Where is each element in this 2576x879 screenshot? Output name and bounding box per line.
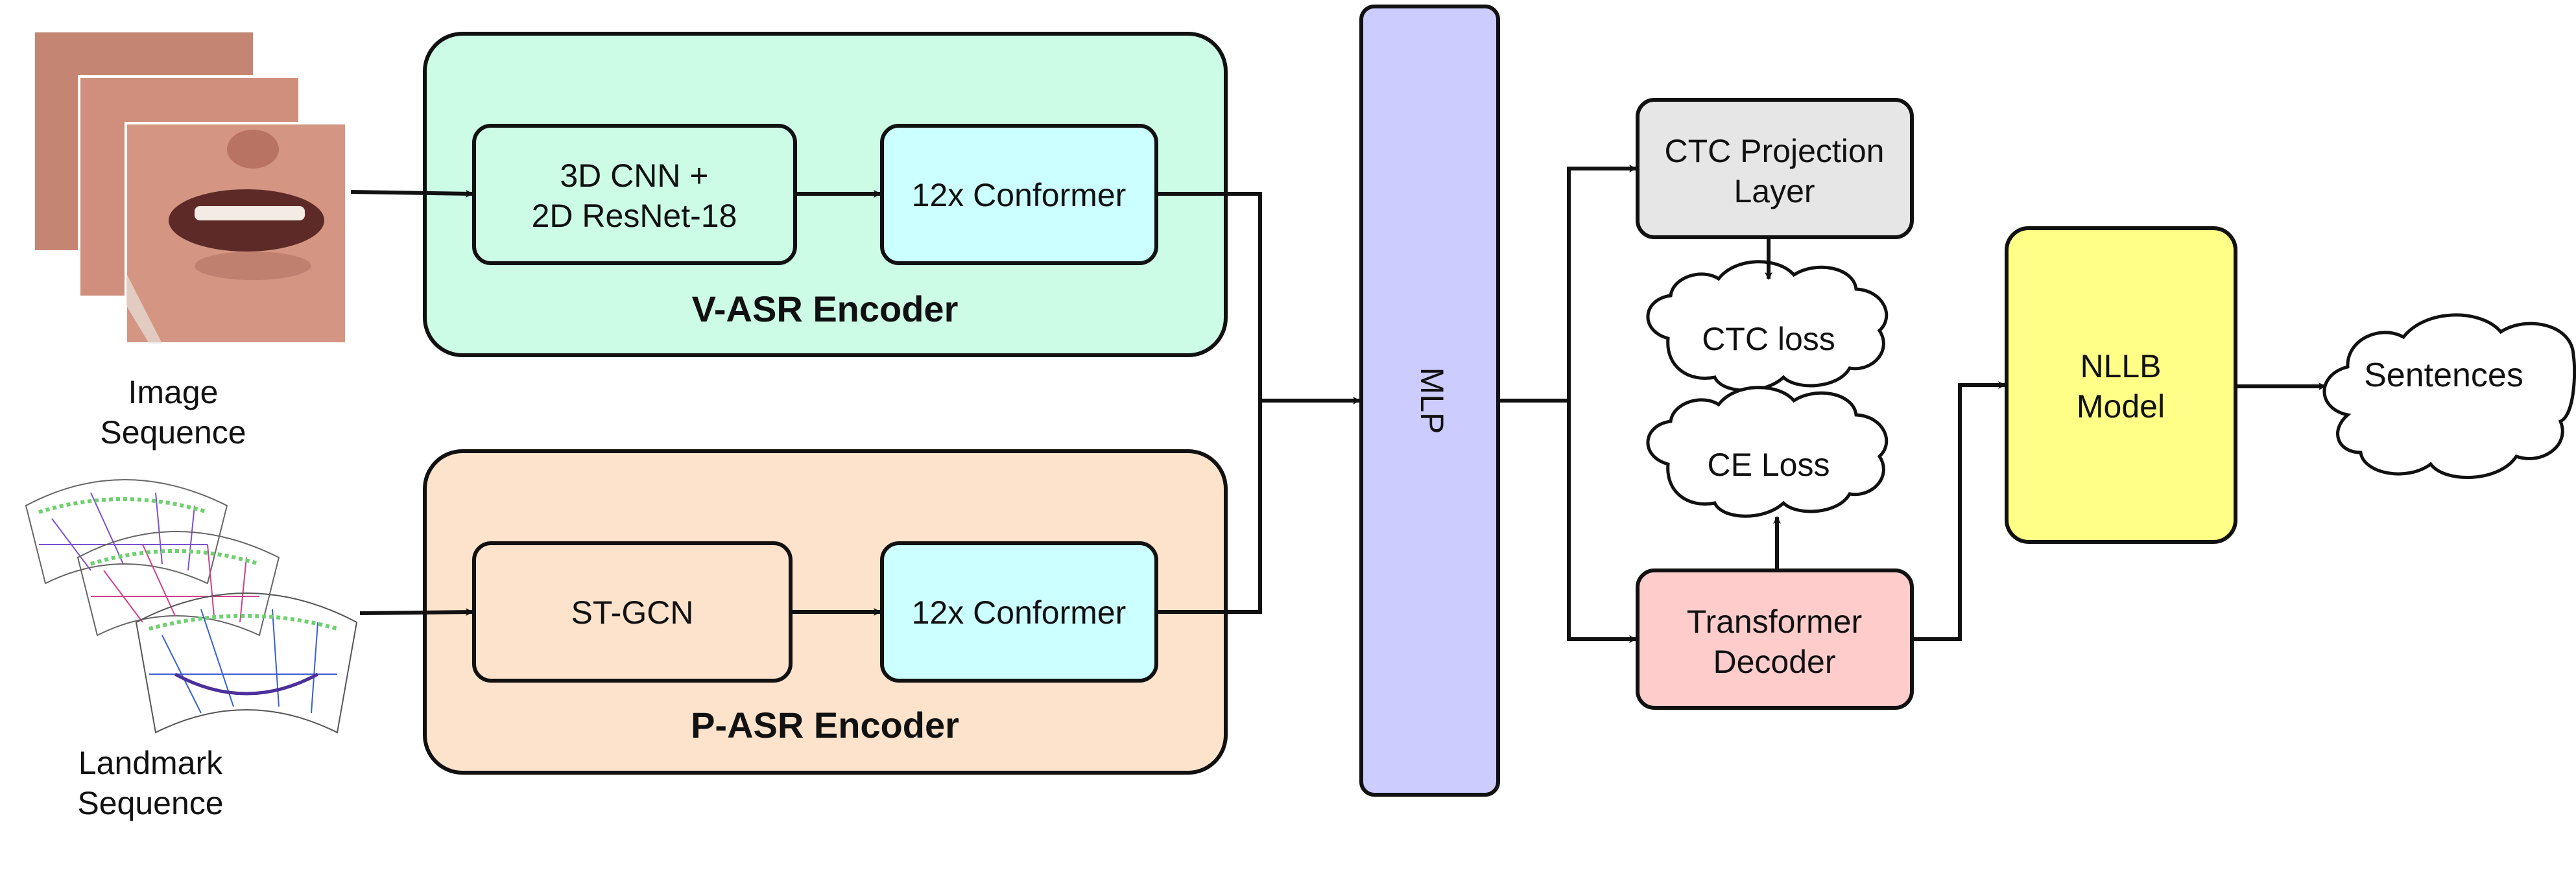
transformer-decoder-label-line2: Decoder (1713, 644, 1836, 680)
arrow-mlp-to-ctc-projection (1567, 165, 1637, 401)
ctc-projection-label-line2: Layer (1734, 173, 1815, 209)
mlp-label: MLP (1414, 368, 1450, 434)
image-sequence-label-line1: Image (128, 374, 219, 410)
ctc-projection-box (1636, 98, 1914, 239)
vasr-frontend-label-line1: 3D CNN + (560, 158, 708, 194)
connectors (350, 165, 2326, 643)
arrow-mlp-to-decoder (1567, 401, 1637, 643)
sentences-cloud (2322, 313, 2576, 479)
image-sequence-icon (32, 30, 348, 345)
connector-vasr-to-merge (1156, 192, 1262, 614)
pasr-conformer-label: 12x Conformer (912, 594, 1127, 631)
landmark-sequence-label-line1: Landmark (78, 745, 223, 781)
image-sequence-label-line2: Sequence (100, 414, 246, 451)
ce-loss-cloud (1646, 386, 1889, 518)
ce-loss-label: CE Loss (1708, 447, 1830, 483)
ctc-loss-label: CTC loss (1702, 321, 1835, 357)
transformer-decoder-label-line1: Transformer (1687, 604, 1862, 640)
nllb-label-line2: Model (2077, 388, 2165, 425)
landmark-sequence-icon (25, 479, 358, 734)
landmark-sequence-label-line2: Sequence (77, 785, 223, 821)
arrow-landmark-to-pasr (359, 608, 473, 616)
vasr-frontend-label-line2: 2D ResNet-18 (532, 198, 737, 234)
arrow-image-to-vasr (350, 189, 473, 198)
pasr-encoder-title: P-ASR Encoder (691, 705, 959, 745)
nllb-model-box (2005, 226, 2237, 544)
arrow-decoder-to-nllb (1912, 381, 2006, 641)
pasr-frontend-label: ST-GCN (571, 594, 694, 631)
ctc-projection-label-line1: CTC Projection (1665, 133, 1885, 169)
vasr-encoder-title: V-ASR Encoder (692, 288, 959, 329)
vasr-conformer-label: 12x Conformer (912, 177, 1127, 213)
nllb-label-line1: NLLB (2080, 348, 2161, 384)
vasr-frontend-box (472, 124, 797, 265)
sentences-label: Sentences (2364, 357, 2523, 394)
